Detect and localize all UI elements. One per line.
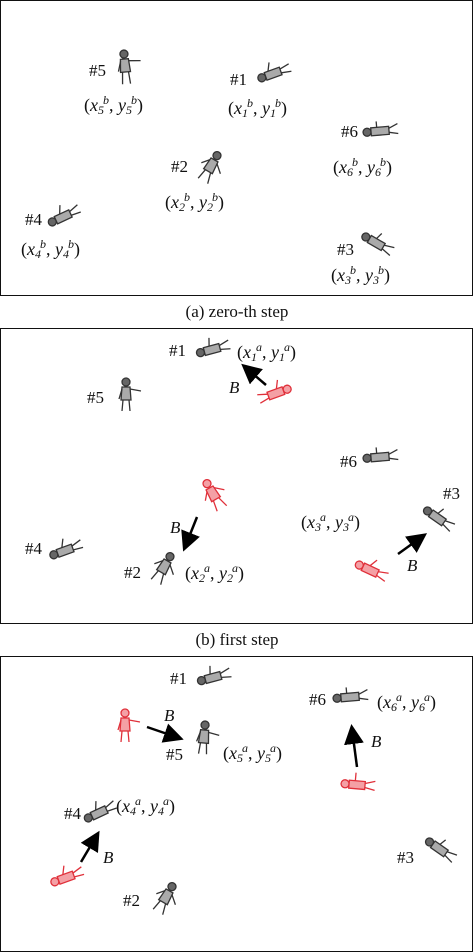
arrow-label: B <box>229 378 240 397</box>
person-label: #6 <box>340 452 357 471</box>
panel-second-step: #1 #6 #5 #4 #3 #2 (x6a, y6a) (x5a, y5a) … <box>0 656 473 952</box>
person-6-figure <box>362 121 399 137</box>
person-label: #1 <box>170 669 187 688</box>
person-label: #2 <box>171 157 188 176</box>
person-label: #3 <box>397 848 414 867</box>
coordinate-label: (x6b, y6b) <box>333 155 392 179</box>
person-label: #2 <box>123 891 140 910</box>
person-6-previous-pose <box>340 772 376 792</box>
coordinate-label: (x4a, y4a) <box>116 794 175 818</box>
caption-first-step: (b) first step <box>195 630 279 649</box>
coordinate-label: (x2a, y2a) <box>185 561 244 585</box>
person-label: #6 <box>309 690 326 709</box>
person-label: #4 <box>25 210 42 229</box>
arrow-label: B <box>164 706 175 725</box>
person-6-figure <box>332 687 369 703</box>
coordinate-label: (x2b, y2b) <box>165 190 224 214</box>
person-label: #3 <box>337 240 354 259</box>
person-1-figure <box>196 665 232 686</box>
panel-b-figures <box>49 337 456 585</box>
person-label: #6 <box>341 122 358 141</box>
transition-arrow <box>79 830 100 863</box>
person-4-previous-pose <box>50 865 85 887</box>
arrow-label: B <box>103 848 114 867</box>
person-4-figure <box>47 204 81 227</box>
person-6-figure <box>362 447 399 463</box>
person-1-figure <box>195 337 231 358</box>
arrow-label: B <box>407 556 418 575</box>
coordinate-label: (x3a, y3a) <box>301 510 360 534</box>
coordinate-label: (x3b, y3b) <box>331 263 390 287</box>
transition-arrow <box>146 723 184 743</box>
person-label: #5 <box>87 388 104 407</box>
coordinate-label: (x6a, y6a) <box>377 690 436 714</box>
panel-c-figures <box>50 665 458 915</box>
arrow-label: B <box>371 732 382 751</box>
panel-zeroth-step: #5 #1 #6 #2 #4 #3 (x5b, y5b) (x1b, y1b) … <box>0 0 473 296</box>
transition-arrow <box>397 533 428 556</box>
person-label: #1 <box>230 70 247 89</box>
person-label: #5 <box>166 745 183 764</box>
coordinate-label: (x5b, y5b) <box>84 93 143 117</box>
coordinate-label: (x1a, y1a) <box>237 340 296 364</box>
person-5-previous-pose <box>117 708 141 743</box>
coordinate-label: (x1b, y1b) <box>228 96 287 120</box>
person-5-figure <box>195 720 220 755</box>
panel-first-step: #1 #5 #6 #3 #4 #2 (x1a, y1a) (x3a, y3a) … <box>0 328 473 624</box>
person-2-figure <box>197 150 222 184</box>
arrow-label: B <box>170 518 181 537</box>
person-2-figure <box>150 551 175 585</box>
person-label: #2 <box>124 563 141 582</box>
panel-a-figures <box>47 49 399 256</box>
coordinate-label: (x4b, y4b) <box>21 237 80 261</box>
person-label: #3 <box>443 484 460 503</box>
person-label: #1 <box>169 341 186 360</box>
person-3-figure <box>422 506 456 532</box>
person-2-figure <box>152 881 177 915</box>
person-1-figure <box>257 62 292 83</box>
caption-zeroth-step: (a) zero-th step <box>185 302 289 321</box>
person-5-figure <box>117 49 141 85</box>
person-3-previous-pose <box>354 559 389 582</box>
person-3-figure <box>424 837 458 863</box>
transition-arrow <box>241 363 267 386</box>
person-1-previous-pose <box>257 379 292 404</box>
person-label: #4 <box>64 804 81 823</box>
person-label: #4 <box>25 539 42 558</box>
transition-arrow <box>181 516 200 552</box>
person-4-figure <box>49 538 84 560</box>
person-2-previous-pose <box>202 478 228 512</box>
person-3-figure <box>361 232 395 256</box>
coordinate-label: (x5a, y5a) <box>223 741 282 765</box>
person-4-figure <box>83 800 117 823</box>
person-label: #5 <box>89 61 106 80</box>
person-5-figure <box>118 377 142 412</box>
transition-arrow <box>344 724 364 768</box>
